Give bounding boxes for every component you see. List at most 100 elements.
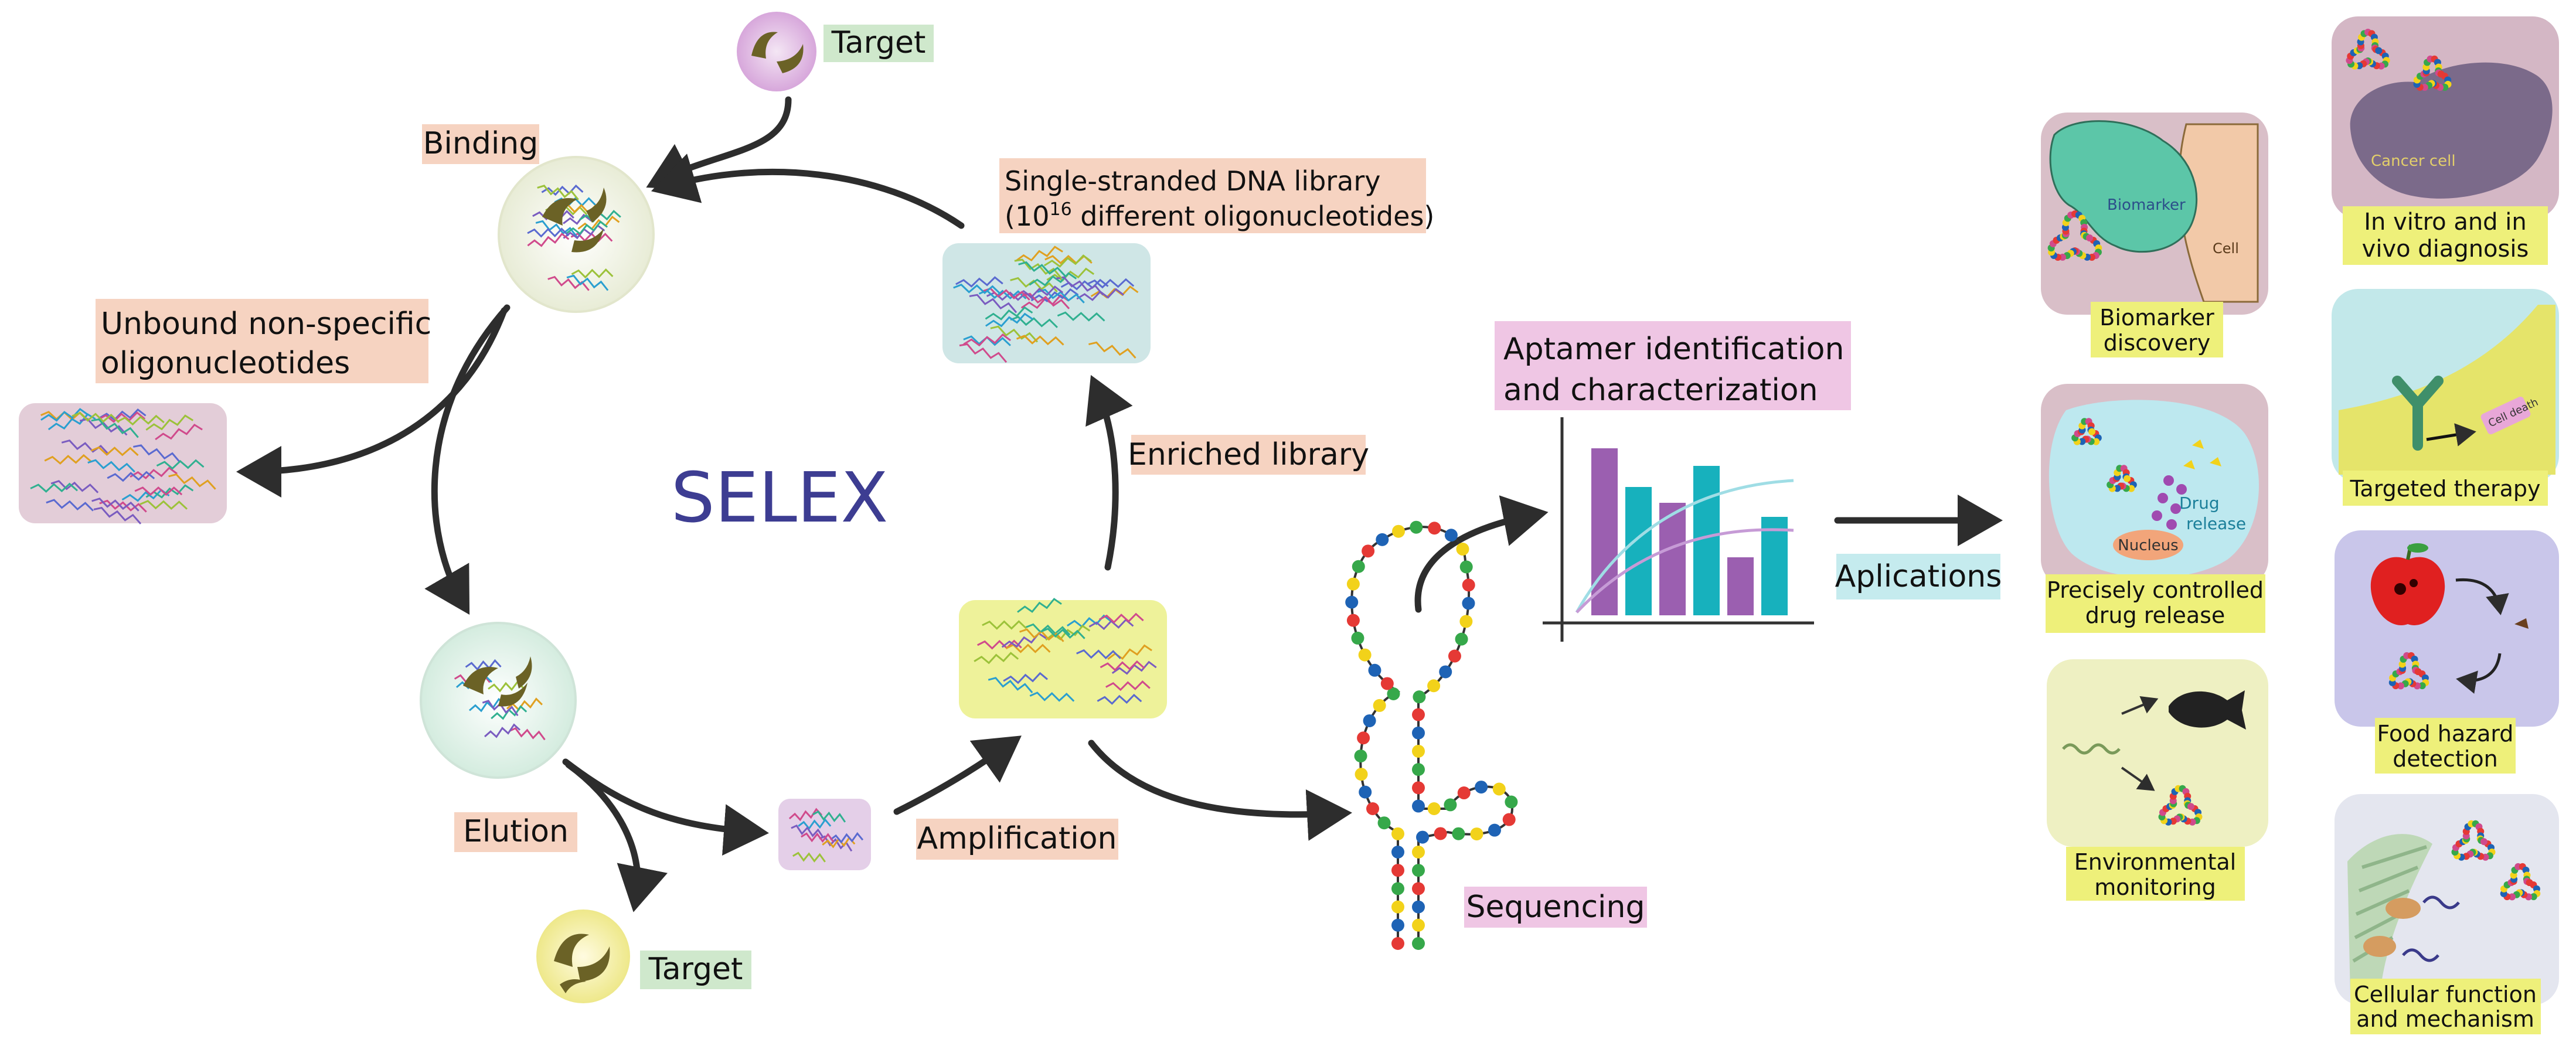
sequencing-label: Sequencing [1466,890,1645,925]
nucleotide-bead [1412,763,1425,776]
nucleotide-bead [1355,768,1368,781]
nucleotide-bead [1412,918,1425,932]
cellular-caption-bg [2350,979,2541,1034]
nucleotide-bead [1492,782,1506,796]
nucleotide-bead [1359,785,1372,799]
biomarker-caption-1: Biomarker [2099,305,2214,331]
amplification-label: Amplification [917,821,1117,856]
nucleotide-bead [1455,632,1468,646]
dna-strand [1040,628,1085,639]
unbound-label-line2: oligonucleotides [101,346,350,381]
cell-death-badge [2480,396,2531,435]
diagnosis-caption-bg [2343,206,2548,265]
applications-label: Aplications [1835,559,2002,594]
cycle-arrows [236,96,2003,912]
nucleotide-bead [1363,714,1376,727]
target-bottom-circle [536,909,630,1003]
dna-strand [798,818,832,830]
dna-strand [40,408,89,422]
dna-strand [985,312,1033,328]
aptamer-bead [2078,438,2086,445]
dna-strand [990,325,1039,343]
selex-title: SELEX [671,457,889,538]
drug-molecule [2210,457,2221,466]
target-top-label-bg [823,25,934,62]
aptamer-bead [2092,438,2100,445]
dna-strand [465,659,502,671]
nucleotide-bead [1352,560,1365,573]
arrow-library-to-binding [651,154,965,229]
dna-strand [788,808,823,822]
nucleotide-bead [1377,816,1391,830]
nucleotide-bead [1368,663,1381,677]
aptamer-bead [2418,682,2426,690]
drug-label-2: release [2186,514,2246,533]
nucleotide-bead [1376,533,1389,546]
dna-strand [1015,285,1064,298]
dna-strand [963,333,1011,347]
chart-bar [1693,466,1720,615]
drug-molecule [2176,484,2187,495]
nucleotide-bead [1427,679,1441,693]
food-caption-2: detection [2393,746,2497,772]
nucleotide-bead [1412,900,1425,914]
sequencing-label-bg [1464,887,1647,928]
drug-caption-1: Precisely controlled [2047,577,2264,603]
dna-strand [801,832,835,843]
nucleus-label: Nucleus [2118,537,2178,554]
nucleotide-bead [1357,731,1370,745]
aptamer-backbone [1350,526,1514,943]
target-bottom-label-bg [640,951,751,989]
apple-icon [2370,557,2445,625]
dna-strand [90,446,139,457]
binding-well [498,156,655,313]
nucleotide-bead [1457,786,1471,800]
nucleotide-bead [1346,577,1360,591]
dna-strand [969,294,1018,314]
dna-strand [577,215,620,230]
dna-strand [117,414,165,426]
dna-strand [134,486,183,496]
dna-strand [988,677,1033,693]
characterization-chart [1543,417,1814,642]
app-diagnosis-panel: Cancer cell In vitro and in vivo diagnos… [2332,16,2559,265]
nucleotide-bead [1391,864,1404,877]
dna-strand [812,810,846,823]
therapy-caption-1: Targeted therapy [2349,476,2540,502]
arrow-small-to-amplified [893,735,1022,815]
chart-bar [1761,517,1788,615]
biomarker-inner-label: Biomarker [2107,196,2186,214]
dna-strand [535,220,578,238]
dna-strand [1067,614,1112,628]
nucleotide-bead [1444,798,1457,812]
dna-strand [1076,649,1121,659]
nucleotide-bead [1345,595,1359,609]
nucleotide-bead [1380,677,1394,690]
nucleotide-bead [1391,827,1404,840]
dna-strand [1017,598,1062,613]
dna-strand [97,411,146,423]
dna-strand [1015,246,1063,262]
chart-curve-purple [1575,528,1794,614]
elution-well [420,622,577,779]
drug-molecule [2183,460,2195,469]
environment-caption-bg [2066,847,2245,901]
nucleotide-bead [1412,744,1425,758]
dna-strand [79,418,128,436]
nucleotide-bead [1346,614,1360,627]
nucleotide-bead [1502,813,1516,826]
drug-caption-2: drug release [2085,602,2225,628]
environment-caption-1: Environmental [2074,849,2236,875]
aptamer-bead [2530,893,2537,901]
nucleotide-bead [1456,543,1469,556]
target-top-group: Target [737,12,934,91]
nucleotide-bead [1362,544,1375,558]
library-label-sup: 16 [1049,199,1071,220]
aptamer-bead [2375,47,2383,54]
dna-strand [554,197,597,207]
nucleotide-bead [1412,708,1425,721]
dna-strand [1029,272,1077,287]
drug-molecule [2192,440,2204,449]
nucleotide-bead [1412,882,1425,895]
